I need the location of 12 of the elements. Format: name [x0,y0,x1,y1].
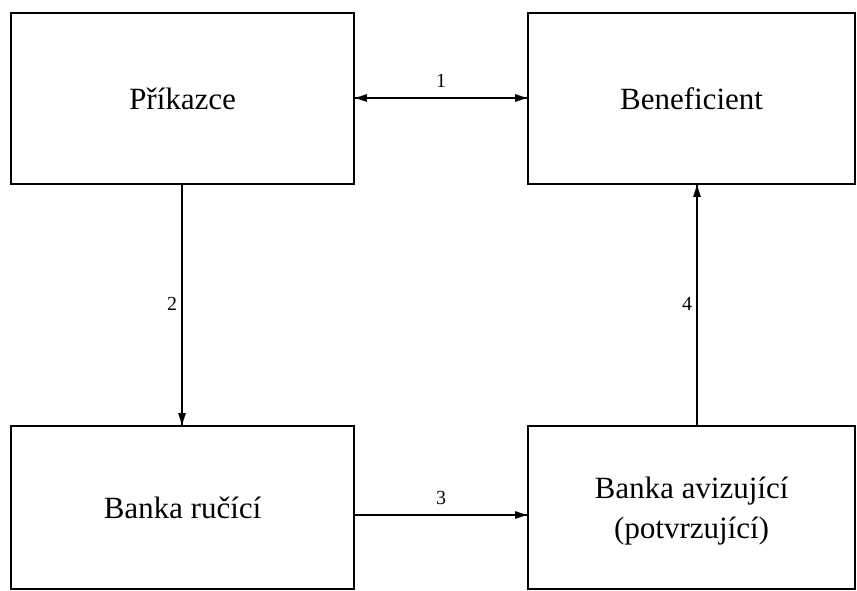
process-box [10,425,355,590]
process-box [527,425,856,590]
box-label: Banka avizující (potvrzující) [594,468,790,547]
process-box [10,12,355,185]
arrow [355,511,527,519]
arrow [178,185,186,425]
box-label: Banka ručící [104,488,262,526]
box-label: Beneficient [620,80,763,118]
process-box [527,12,856,185]
box-label: Příkazce [129,80,236,118]
arrow [355,94,527,102]
arrow [693,185,701,425]
